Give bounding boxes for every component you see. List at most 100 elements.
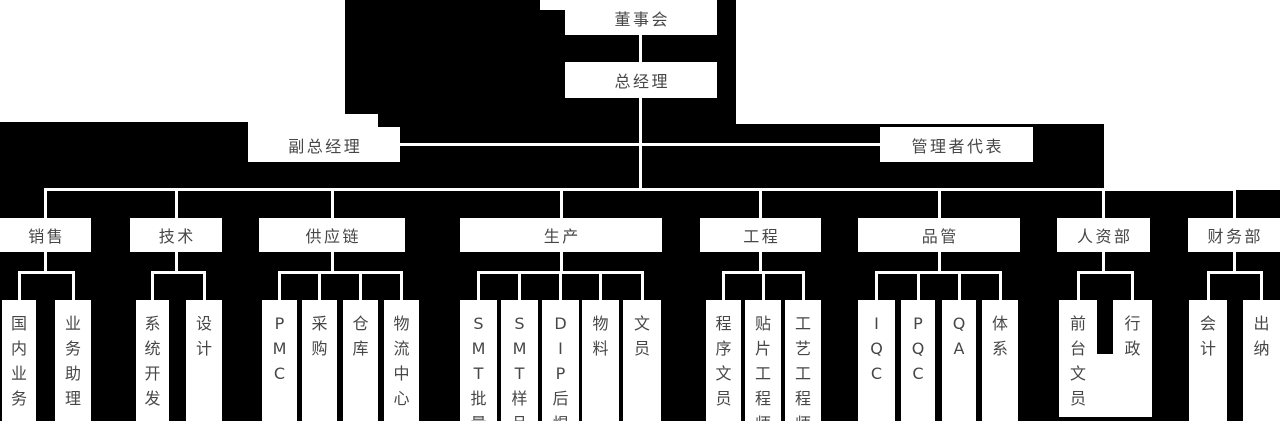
sub-box-char: Q [911,339,925,358]
node-board-of-directors: 董事会 [565,0,717,35]
sub-box: 采购 [302,300,337,421]
node-general-manager: 总经理 [565,62,717,98]
sub-box: 前台文员 [1059,300,1097,417]
dept-box: 销售 [0,218,91,252]
sub-box-char: 计 [195,339,212,358]
connector-line [638,35,642,62]
sub-box-char: 样 [511,389,528,408]
connector-line [330,252,334,273]
node-management-representative: 管理者代表 [880,127,1033,162]
sub-box-char: 工 [794,314,811,333]
sub-box-char: 心 [393,389,410,408]
sub-box-char: 序 [715,339,732,358]
background-patch [1104,124,1280,190]
sub-box-char: 料 [592,339,609,358]
sub-box-char: 品 [511,411,527,421]
sub-box-char: 系 [144,314,161,333]
connector-line [278,274,281,300]
sub-box-char: P [913,314,923,333]
connector-line [761,274,765,300]
sub-box-char: Q [870,339,883,358]
background-patch [1097,354,1115,417]
connector-line [44,252,47,273]
sub-box-char: 出 [1253,314,1270,333]
connector-line [44,191,47,218]
sub-box: 工艺工程师 [785,300,821,421]
sub-box-char: 发 [144,389,161,408]
connector-line [722,274,725,300]
sub-box-char: 程 [794,389,811,408]
background-patch [736,0,1280,124]
connector-line [400,274,403,300]
sub-box-char: S [514,314,525,333]
sub-box-char: 仓 [352,314,369,333]
sub-box-char: 流 [393,339,410,358]
sub-box: 程序文员 [706,300,741,421]
dept-box: 技术 [130,218,222,252]
sub-box-char: 焊 [552,411,568,421]
sub-box-char: 助 [64,364,81,383]
connector-line [759,191,762,218]
sub-box-char: 业 [64,314,81,333]
sub-box-char: P [555,364,566,383]
sub-box-char: Q [952,314,966,333]
connector-line [174,191,178,218]
connector-line [1102,191,1105,218]
connector-line [875,274,878,300]
sub-box-char: 务 [64,339,81,358]
sub-box-char: M [471,339,486,358]
sub-box-char: T [473,364,484,383]
sub-box-char: 行 [1124,314,1141,333]
sub-box-char: 程 [754,389,771,408]
connector-line [477,271,644,274]
sub-box: 贴片工程师 [745,300,781,421]
sub-box-char: 国 [10,314,27,333]
sub-box-char: 文 [1069,364,1086,383]
sub-box: 仓库 [343,300,378,421]
connector-line [278,271,403,274]
sub-box-char: M [272,339,287,358]
sub-box-char: 体 [991,314,1008,333]
sub-box-char: 工 [754,364,771,383]
sub-box-char: 贴 [754,314,771,333]
sub-box: 物流中心 [384,300,419,421]
connector-line [875,271,1002,274]
sub-box-char: 艺 [794,339,811,358]
connector-line [71,274,75,300]
connector-line [202,274,206,300]
sub-box-char: 购 [311,339,328,358]
sub-box-char: I [874,314,879,333]
connector-line [17,274,21,300]
connector-line [1206,271,1263,274]
sub-box: 系统开发 [136,300,169,421]
connector-line [937,191,941,218]
sub-box-char: 物 [393,314,410,333]
sub-box-char: 设 [195,314,212,333]
sub-box-char: P [274,314,285,333]
connector-line [1076,271,1134,274]
sub-box-char: I [558,339,563,358]
sub-box: SMT样品 [501,300,538,421]
sub-box-char: 统 [144,339,161,358]
connector-line [518,274,521,300]
background-patch [0,0,345,122]
sub-box-char: 文 [633,314,650,333]
connector-line [559,191,563,218]
connector-line [1076,274,1080,300]
connector-line [151,274,154,300]
connector-line [17,271,75,274]
sub-box-char: M [512,339,527,358]
sub-box: 会计 [1189,300,1227,421]
sub-box-char: C [870,364,883,383]
sub-box-char: 师 [795,411,811,421]
connector-line [477,274,480,300]
sub-box: SMT批量 [460,300,497,421]
sub-box-char: 工 [794,364,811,383]
sub-box: 行政 [1113,300,1152,417]
sub-box-char: 物 [592,314,609,333]
sub-box-char: C [273,364,286,383]
dept-box: 工程 [700,218,821,252]
sub-box-char: 文 [715,364,732,383]
